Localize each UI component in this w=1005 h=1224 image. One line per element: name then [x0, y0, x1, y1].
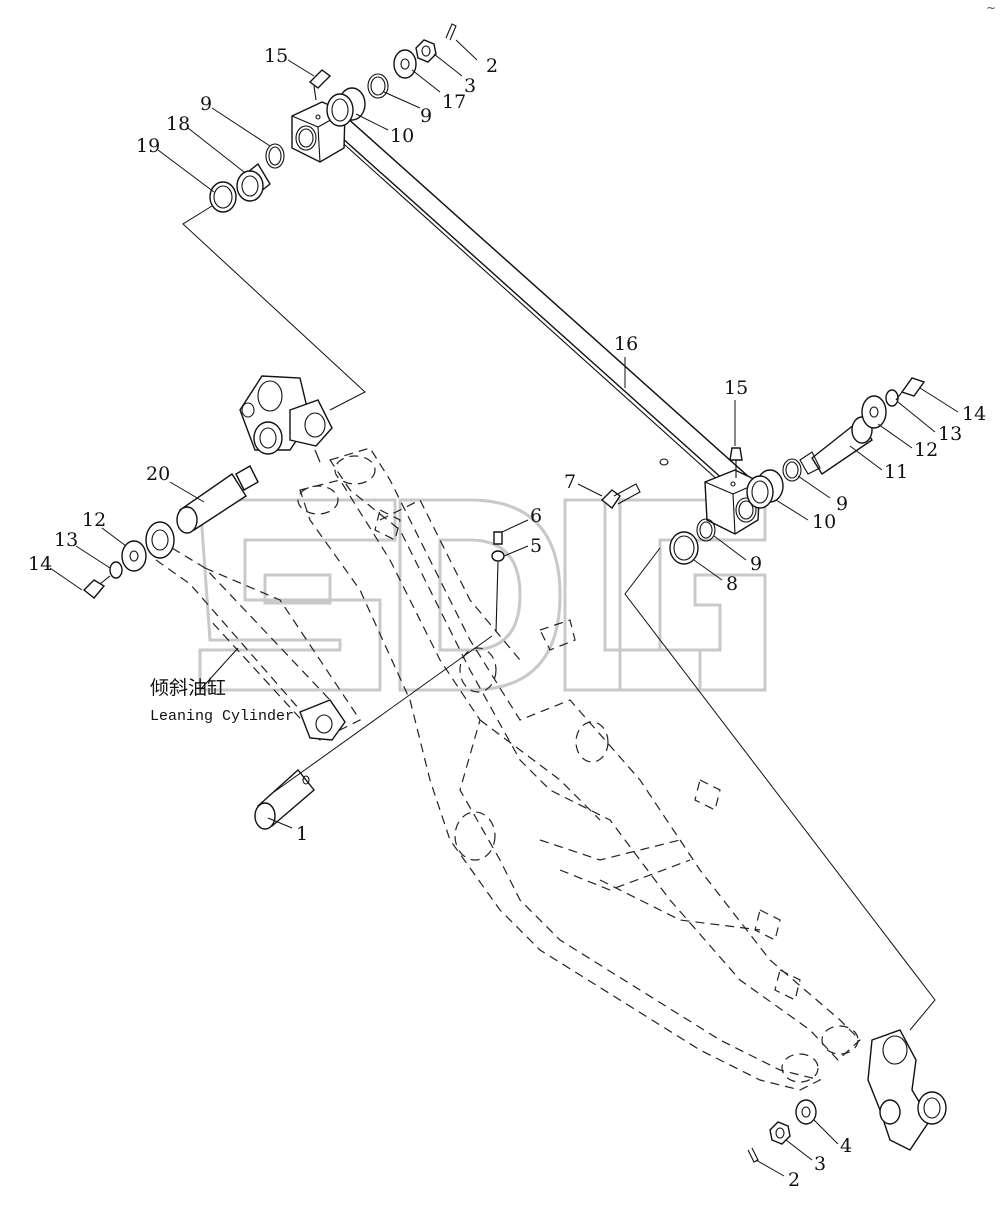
callout-12: 12 [82, 509, 106, 531]
callout-2: 2 [486, 55, 498, 77]
callout-9: 9 [750, 553, 762, 575]
callout-20: 20 [146, 463, 170, 485]
callout-8: 8 [726, 573, 738, 595]
callout-15: 15 [264, 45, 288, 67]
callout-15: 15 [724, 377, 748, 399]
callout-12: 12 [914, 439, 938, 461]
pin-20 [176, 465, 259, 534]
callout-17: 17 [442, 91, 466, 113]
right-hardware [491, 377, 926, 633]
callout-13: 13 [938, 423, 962, 445]
callout-3: 3 [464, 75, 476, 97]
upper-hardware [209, 23, 457, 213]
callout-10: 10 [390, 125, 414, 147]
boom-frame [297, 447, 861, 1091]
watermark-logo [198, 498, 767, 692]
callout-14: 14 [28, 553, 52, 575]
callout-16: 16 [614, 333, 638, 355]
pin-1 [254, 768, 315, 830]
callout-13: 13 [54, 529, 78, 551]
callout-9: 9 [200, 93, 212, 115]
cylinder-rod-eye [239, 375, 333, 463]
rod-end-block-lower [704, 469, 761, 535]
callout-4: 4 [840, 1135, 852, 1157]
callout-11: 11 [884, 461, 908, 483]
callout-labels: 15 2 3 17 9 10 9 18 19 16 15 14 13 12 11… [28, 45, 986, 1191]
callout-7: 7 [564, 471, 576, 493]
callout-9: 9 [420, 105, 432, 127]
callout-3: 3 [814, 1153, 826, 1175]
callout-18: 18 [166, 113, 190, 135]
callout-6: 6 [530, 505, 542, 527]
leader-lines [49, 39, 959, 1177]
callout-10: 10 [812, 511, 836, 533]
assembly-lines [182, 205, 936, 1031]
callout-2: 2 [788, 1169, 800, 1191]
caption-chinese: 倾斜油缸 [150, 677, 226, 699]
cylinder-caption: 倾斜油缸 Leaning Cylinder [150, 677, 294, 725]
corner-mark: ~ [986, 1, 996, 15]
leaning-cylinder [82, 521, 361, 741]
caption-english: Leaning Cylinder [150, 708, 294, 725]
callout-14: 14 [962, 403, 986, 425]
callout-9: 9 [836, 493, 848, 515]
callout-1: 1 [296, 823, 308, 845]
callout-19: 19 [136, 135, 160, 157]
connecting-rod [320, 107, 752, 501]
callout-5: 5 [530, 535, 542, 557]
lower-rod-end [747, 1029, 947, 1163]
